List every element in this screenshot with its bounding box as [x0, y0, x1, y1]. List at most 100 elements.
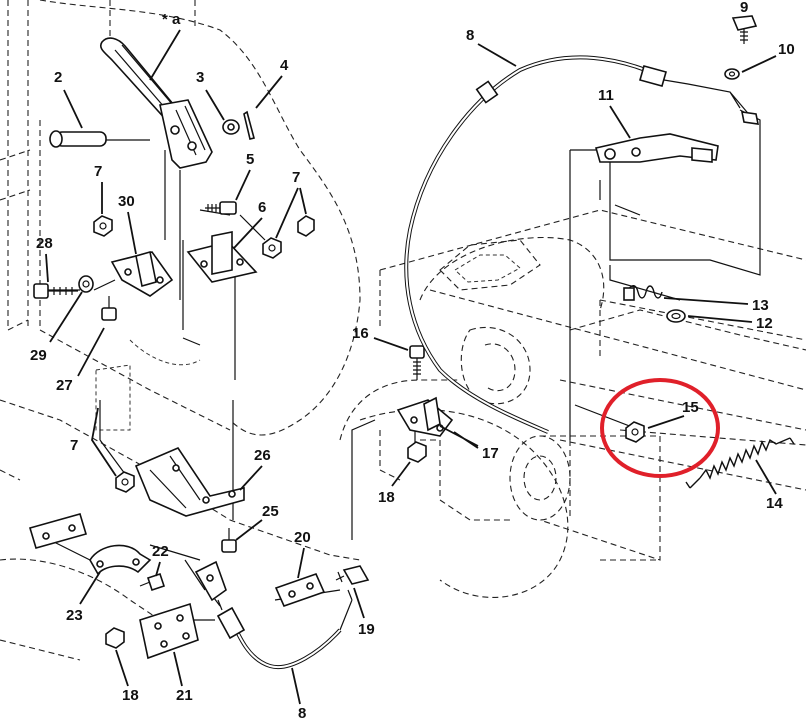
- bracket-6: [186, 231, 258, 283]
- callout-12: 12: [687, 315, 773, 332]
- nut-18-right: [407, 441, 427, 463]
- svg-text:7: 7: [70, 437, 78, 454]
- callout-28: 28: [36, 235, 53, 283]
- brake-lever: [99, 37, 213, 169]
- nut-15: [625, 421, 645, 443]
- bolt-16: [409, 345, 425, 380]
- callouts: * a 2 3 4 5 6 7 7: [30, 0, 795, 722]
- bracket-17: [396, 396, 454, 437]
- svg-text:* a: * a: [162, 11, 181, 28]
- callout-1: * a: [149, 11, 181, 81]
- cotter-pin: [243, 110, 255, 140]
- clamp-23: [89, 544, 152, 576]
- callout-18b: 18: [115, 649, 139, 704]
- svg-text:13: 13: [752, 297, 769, 314]
- callout-29: 29: [30, 291, 83, 364]
- bolt-22: [139, 572, 166, 592]
- callout-13: 13: [663, 297, 769, 314]
- callout-23: 23: [66, 571, 101, 624]
- callout-18a: 18: [378, 461, 411, 506]
- callout-8a: 8: [466, 27, 517, 67]
- bolt-9: [731, 15, 758, 44]
- svg-text:15: 15: [682, 399, 699, 416]
- callout-30: 30: [118, 193, 137, 255]
- svg-text:18: 18: [122, 687, 139, 704]
- svg-text:6: 6: [258, 199, 266, 216]
- svg-text:20: 20: [294, 529, 311, 546]
- callout-6: 6: [233, 199, 266, 249]
- svg-text:17: 17: [482, 445, 499, 462]
- svg-text:4: 4: [280, 57, 289, 74]
- svg-text:3: 3: [196, 69, 204, 86]
- callout-7a: 7: [94, 163, 103, 214]
- highlight-circle: [600, 378, 720, 478]
- svg-text:12: 12: [756, 315, 773, 332]
- bolt-25: [221, 528, 237, 553]
- svg-text:18: 18: [378, 489, 395, 506]
- svg-text:5: 5: [246, 151, 254, 168]
- callout-15: 15: [647, 399, 699, 429]
- svg-text:27: 27: [56, 377, 73, 394]
- plate-21: [139, 602, 199, 660]
- bolt-27: [101, 296, 117, 321]
- callout-7b: 7: [275, 169, 307, 239]
- nut-7-upper-right-a: [262, 237, 282, 259]
- bolt-19: [335, 565, 370, 585]
- washer-12: [666, 309, 686, 323]
- washer-3: [222, 119, 240, 135]
- svg-text:9: 9: [740, 0, 748, 16]
- callout-19: 19: [353, 587, 375, 638]
- callout-3: 3: [196, 69, 225, 121]
- svg-text:22: 22: [152, 543, 169, 560]
- nut-7-upper-right-b: [297, 215, 315, 237]
- callout-2: 2: [54, 69, 83, 129]
- washer-29: [78, 275, 94, 293]
- svg-text:8: 8: [298, 705, 306, 722]
- bolt-28: [33, 283, 78, 299]
- callout-9: 9: [740, 0, 748, 16]
- svg-text:30: 30: [118, 193, 135, 210]
- svg-text:14: 14: [766, 495, 783, 512]
- bolt-5: [205, 201, 237, 215]
- clevis: [194, 560, 227, 611]
- plate-left: [28, 513, 88, 549]
- callout-7c: 7: [70, 407, 117, 477]
- callout-10: 10: [741, 41, 795, 73]
- return-spring-14: [685, 437, 795, 489]
- nut-18-left: [105, 627, 125, 649]
- svg-text:8: 8: [466, 27, 474, 44]
- callout-11: 11: [598, 87, 631, 139]
- svg-text:2: 2: [54, 69, 62, 86]
- svg-text:11: 11: [598, 87, 614, 104]
- nut-7-upper-left: [93, 215, 113, 237]
- parts: [28, 15, 795, 660]
- pin: [49, 130, 107, 148]
- spring-13: [623, 285, 663, 301]
- background-structure: [0, 0, 806, 661]
- bracket-26: [134, 447, 245, 517]
- svg-text:28: 28: [36, 235, 53, 252]
- svg-text:16: 16: [352, 325, 369, 342]
- callout-16: 16: [352, 325, 409, 351]
- callout-27: 27: [56, 327, 105, 394]
- svg-text:29: 29: [30, 347, 47, 364]
- svg-text:10: 10: [778, 41, 795, 58]
- callout-21: 21: [173, 651, 193, 704]
- brake-cables: [216, 55, 760, 670]
- bracket-11: [594, 133, 719, 163]
- callout-17: 17: [439, 425, 499, 462]
- washer-10: [724, 68, 740, 80]
- svg-text:21: 21: [176, 687, 193, 704]
- svg-text:25: 25: [262, 503, 279, 520]
- callout-26: 26: [239, 447, 271, 491]
- clip-20: [274, 573, 326, 607]
- callout-20: 20: [294, 529, 311, 579]
- svg-text:23: 23: [66, 607, 83, 624]
- callout-8b: 8: [291, 667, 306, 722]
- reference-lines: [29, 109, 761, 621]
- callout-14: 14: [755, 459, 783, 512]
- svg-text:7: 7: [292, 169, 300, 186]
- svg-text:19: 19: [358, 621, 375, 638]
